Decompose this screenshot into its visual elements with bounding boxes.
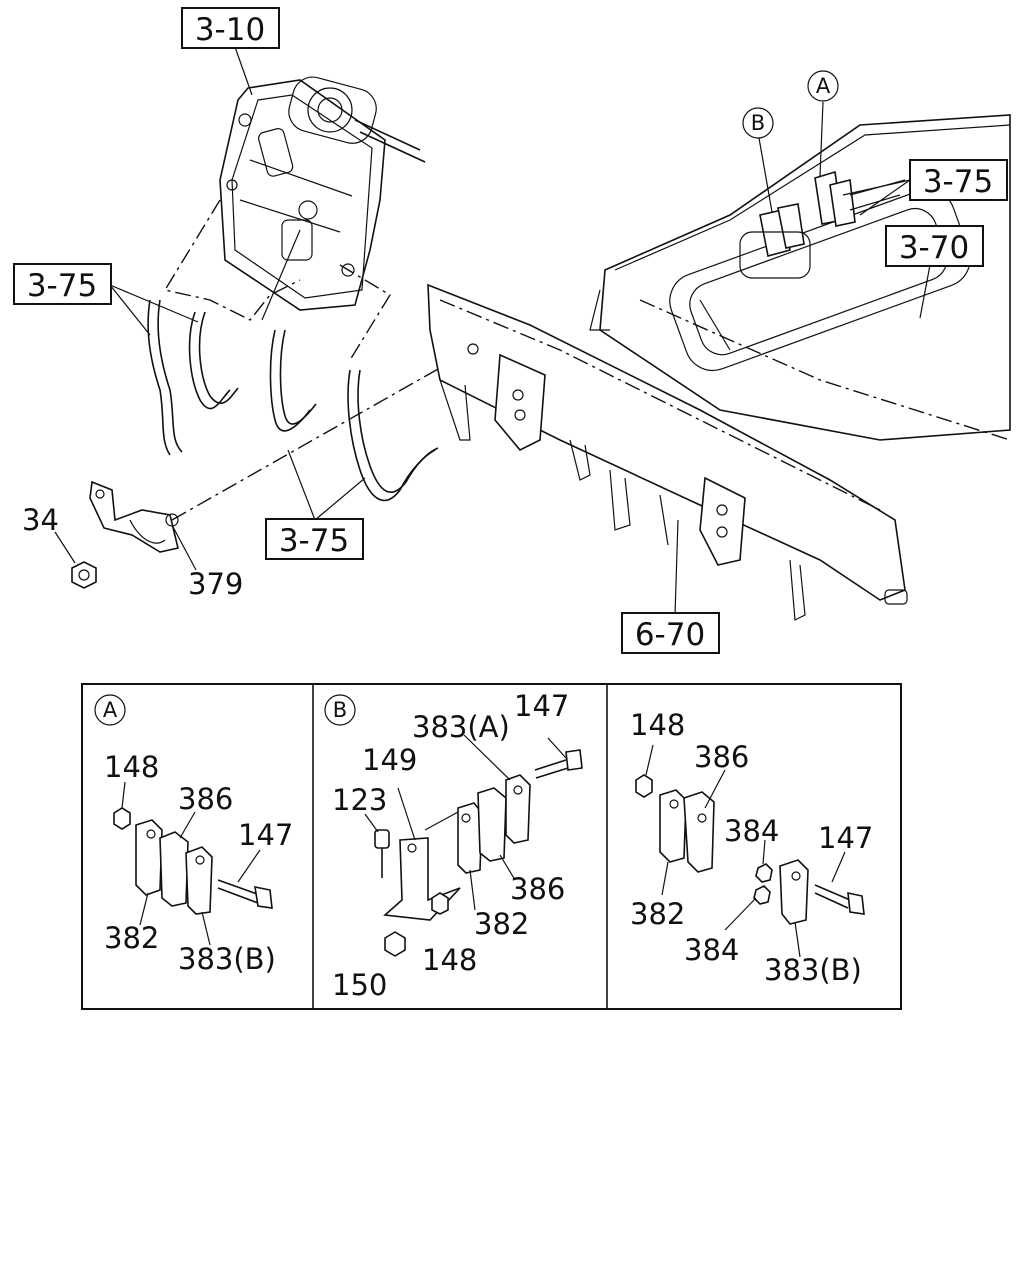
panel-a-bolt-147 xyxy=(217,879,261,896)
panel-a: A 148 386 147 382 383(B) xyxy=(94,694,293,976)
marker-b-circle xyxy=(742,107,774,139)
panel-b-clamp-386 xyxy=(477,787,507,862)
pedal-bracket-assembly xyxy=(219,76,426,321)
bracket-379 xyxy=(89,480,179,553)
panel-c-nut-148 xyxy=(635,774,653,798)
ref-box-3-75-left xyxy=(13,263,112,305)
hose-outline-left xyxy=(163,199,301,321)
ref-3-70: 3-70 xyxy=(899,230,969,266)
hose-outline-right xyxy=(339,264,391,361)
panel-c-bolt-147 xyxy=(814,884,851,901)
marker-a-circle xyxy=(807,70,839,102)
panel-b-marker-circle xyxy=(324,694,356,726)
panel-b-clamp-383a xyxy=(505,774,531,844)
leader-3-75-left-a xyxy=(109,284,151,336)
ref-3-10: 3-10 xyxy=(195,12,265,48)
marker-a: A xyxy=(816,74,831,98)
panel-c-label-384-bottom: 384 xyxy=(684,933,739,967)
marker-b: B xyxy=(751,111,765,135)
label-379: 379 xyxy=(188,567,243,601)
ref-3-75-left: 3-75 xyxy=(27,268,97,304)
panel-c-label-383b: 383(B) xyxy=(764,953,862,987)
panel-a-marker-circle xyxy=(94,694,126,726)
clamp-location-b xyxy=(739,203,811,279)
leader-3-75-left-b xyxy=(109,284,199,323)
panel-c-label-386: 386 xyxy=(694,740,749,774)
panel-c-insert-384-bottom xyxy=(753,885,771,905)
panel-a-clamp-386 xyxy=(159,831,189,907)
panel-c-clamp-382 xyxy=(659,789,687,863)
panel-a-clamp-382 xyxy=(135,819,163,896)
panel-a-clamp-383b xyxy=(185,846,213,915)
panel-b-label-149: 149 xyxy=(362,743,417,777)
panel-b-label-383a: 383(A) xyxy=(412,710,510,744)
ref-box-3-75-right xyxy=(909,159,1008,201)
panel-a-marker: A xyxy=(103,698,118,722)
panel-b: B 383(A) 147 149 123 386 382 150 148 xyxy=(324,689,583,1002)
panel-b-clamp-382 xyxy=(457,802,483,874)
panel-a-label-147: 147 xyxy=(238,818,293,852)
ref-box-3-10 xyxy=(181,7,280,49)
panel-c: 148 386 384 147 382 384 383(B) xyxy=(630,708,873,987)
leader-3-75-right-a xyxy=(842,179,911,196)
panel-b-label-123: 123 xyxy=(332,783,387,817)
leader-marker-b xyxy=(758,137,773,213)
leader-3-10 xyxy=(234,46,253,96)
panel-c-clamp-383b xyxy=(779,859,809,925)
nut-34 xyxy=(71,561,97,589)
panel-c-label-384-top: 384 xyxy=(724,814,779,848)
panel-b-bolt-123 xyxy=(374,829,390,849)
panel-c-label-382: 382 xyxy=(630,897,685,931)
panel-b-label-148: 148 xyxy=(422,943,477,977)
leader-34 xyxy=(54,531,76,564)
ref-box-3-70 xyxy=(885,225,984,267)
leader-3-70 xyxy=(919,264,931,319)
panel-b-label-386: 386 xyxy=(510,872,565,906)
panel-b-nut-150 xyxy=(384,931,406,957)
centerline-bracket-to-frame xyxy=(171,351,469,521)
leader-6-70 xyxy=(674,519,679,616)
ref-box-6-70 xyxy=(621,612,720,654)
leader-379 xyxy=(171,524,197,571)
panel-b-label-147: 147 xyxy=(514,689,569,723)
hose-group-left xyxy=(147,299,439,502)
panel-c-label-147: 147 xyxy=(818,821,873,855)
leader-marker-a xyxy=(819,101,824,177)
panel-a-label-382: 382 xyxy=(104,921,159,955)
panel-c-clamp-386 xyxy=(683,791,715,873)
panel-a-label-386: 386 xyxy=(178,782,233,816)
panel-a-nut-148 xyxy=(113,807,131,830)
leader-3-75-bottom-a xyxy=(287,449,316,521)
panel-a-label-383b: 383(B) xyxy=(178,942,276,976)
ref-3-75-right: 3-75 xyxy=(923,164,993,200)
ref-3-75-bottom: 3-75 xyxy=(279,523,349,559)
leader-3-75-bottom-b xyxy=(314,477,366,521)
panel-b-label-150: 150 xyxy=(332,968,387,1002)
ref-6-70: 6-70 xyxy=(635,617,705,653)
panel-b-bolt-147 xyxy=(534,759,567,771)
cross-member xyxy=(427,283,908,621)
panel-c-insert-384-top xyxy=(755,863,773,883)
panel-a-label-148: 148 xyxy=(104,750,159,784)
label-34: 34 xyxy=(22,503,59,537)
panel-b-nut-148 xyxy=(431,892,449,915)
panel-b-label-382: 382 xyxy=(474,907,529,941)
panel-c-label-148: 148 xyxy=(630,708,685,742)
leader-3-75-right-b xyxy=(859,179,911,216)
ref-box-3-75-bottom xyxy=(265,518,364,560)
panel-b-marker: B xyxy=(333,698,347,722)
